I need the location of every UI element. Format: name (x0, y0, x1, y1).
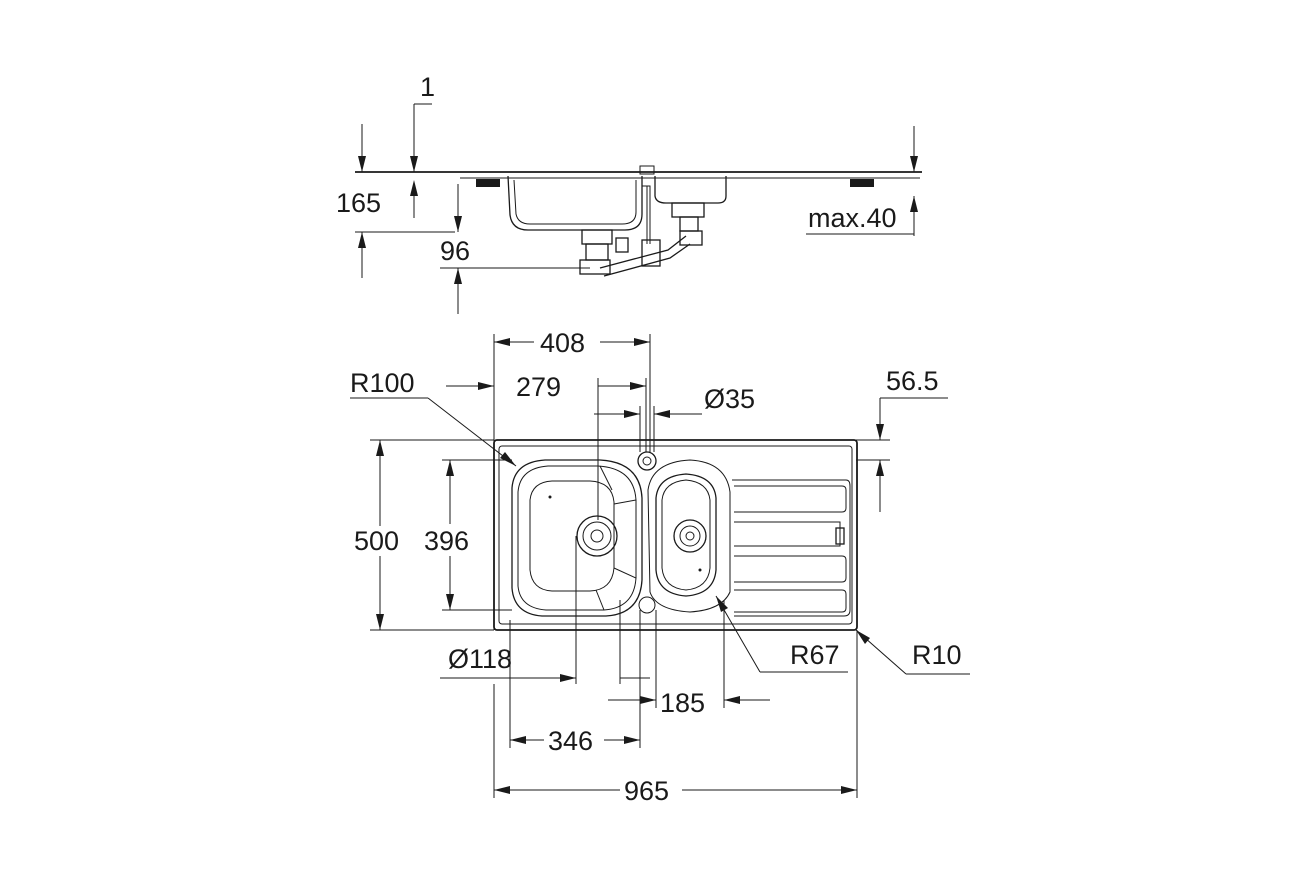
tap-hole (637, 451, 657, 471)
dim-main-bowl-inner-width-label: 346 (548, 726, 593, 756)
dim-outer-corner-radius: R10 (855, 629, 970, 675)
dim-overall-depth: 500 (354, 439, 494, 631)
dim-main-bowl-inner-width: 346 (509, 684, 640, 756)
dim-overall-width-label: 965 (624, 776, 669, 806)
dim-main-bowl-width: 408 (493, 328, 651, 630)
dim-worktop-max-label: max.40 (808, 203, 897, 233)
dim-small-bowl-radius-label: R67 (790, 640, 840, 670)
dim-bowl-depth: 96 (440, 184, 590, 314)
top-view: 408 279 Ø35 R100 (350, 328, 970, 806)
dim-tap-hole-diameter: Ø35 (594, 384, 755, 452)
dim-depth-total: 165 (336, 124, 455, 278)
main-bowl (511, 459, 643, 617)
dim-overall-depth-label: 500 (354, 526, 399, 556)
dim-offset-top-label: 1 (420, 72, 435, 102)
dim-small-bowl-width: 185 (608, 600, 770, 748)
dim-edge-offset: 56.5 (856, 366, 948, 512)
dim-edge-offset-label: 56.5 (886, 366, 939, 396)
dim-small-bowl-width-label: 185 (660, 688, 705, 718)
dim-offset-top: 1 (410, 72, 435, 218)
small-bowl (647, 459, 731, 613)
dim-tap-hole-offset: 279 (446, 372, 647, 520)
dim-main-bowl-width-label: 408 (540, 328, 585, 358)
dim-bowl-corner-radius: R100 (350, 368, 517, 467)
drainer (732, 479, 851, 617)
overflow-hole (638, 596, 656, 614)
dim-waste-diameter: Ø118 (440, 536, 577, 684)
dim-bowl-depth-top: 396 (424, 459, 512, 611)
dim-bowl-depth-label: 96 (440, 236, 470, 266)
dim-overall-width: 965 (493, 630, 858, 806)
dim-small-bowl-radius: R67 (715, 595, 848, 673)
side-view: 1 165 96 max.40 (336, 72, 922, 314)
dim-depth-total-label: 165 (336, 188, 381, 218)
dim-outer-corner-radius-label: R10 (912, 640, 962, 670)
dim-tap-hole-offset-label: 279 (516, 372, 561, 402)
dim-worktop-max: max.40 (806, 126, 918, 236)
dim-bowl-depth-top-label: 396 (424, 526, 469, 556)
dim-bowl-corner-radius-label: R100 (350, 368, 415, 398)
dim-tap-hole-diameter-label: Ø35 (704, 384, 755, 414)
dim-waste-diameter-label: Ø118 (448, 644, 512, 674)
